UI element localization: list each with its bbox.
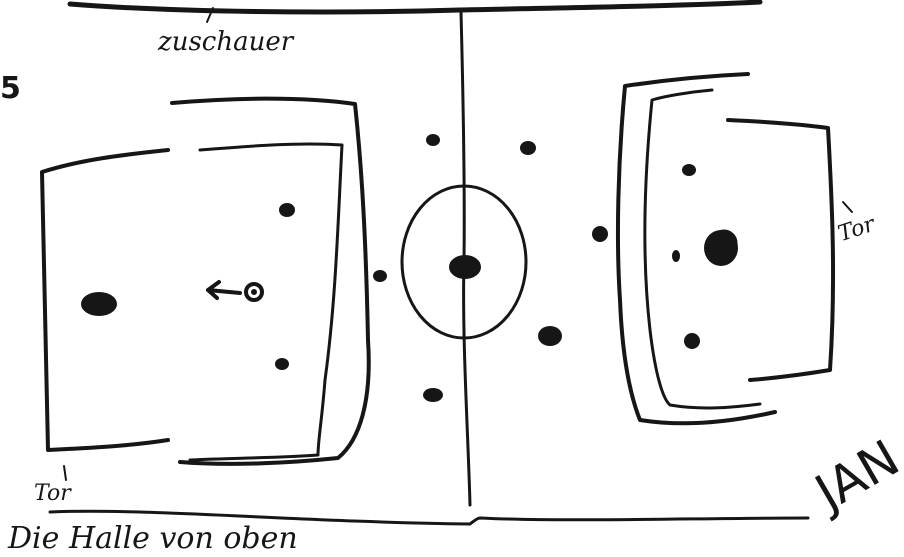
player-right-lower-mid <box>538 326 562 346</box>
player-left-upper-mid <box>426 134 440 146</box>
ball-arrow <box>208 282 240 298</box>
signature: JAN <box>803 429 904 523</box>
player-left-lower-mid <box>423 388 443 402</box>
goal-right-label: Tor <box>835 211 879 247</box>
player-right-upper-mid <box>520 141 536 155</box>
player-right-top <box>682 164 696 176</box>
player-left-goalkeeper <box>81 292 117 316</box>
goal-left-label: Tor <box>34 481 72 506</box>
player-left-bottom <box>275 358 289 370</box>
player-left-top <box>279 203 295 217</box>
right-goal-outer <box>618 74 775 423</box>
ball-center <box>251 289 257 295</box>
player-right-bottom <box>684 333 700 349</box>
corner-digit: 5 <box>0 71 21 106</box>
player-right-middle <box>672 250 680 262</box>
top-boundary-line <box>70 2 760 12</box>
player-center-kickoff <box>449 255 481 279</box>
goal-right-pointer <box>843 202 852 212</box>
player-right-center <box>592 226 608 242</box>
right-goal-middle <box>645 90 760 408</box>
spectators-label: zuschauer <box>157 27 295 57</box>
goal-left-pointer <box>64 466 66 480</box>
left-penalty-box <box>172 99 369 464</box>
player-left-center <box>373 270 387 282</box>
caption: Die Halle von oben <box>7 521 298 556</box>
right-goal-inner <box>728 120 833 380</box>
left-penalty-inner-line <box>190 144 342 460</box>
